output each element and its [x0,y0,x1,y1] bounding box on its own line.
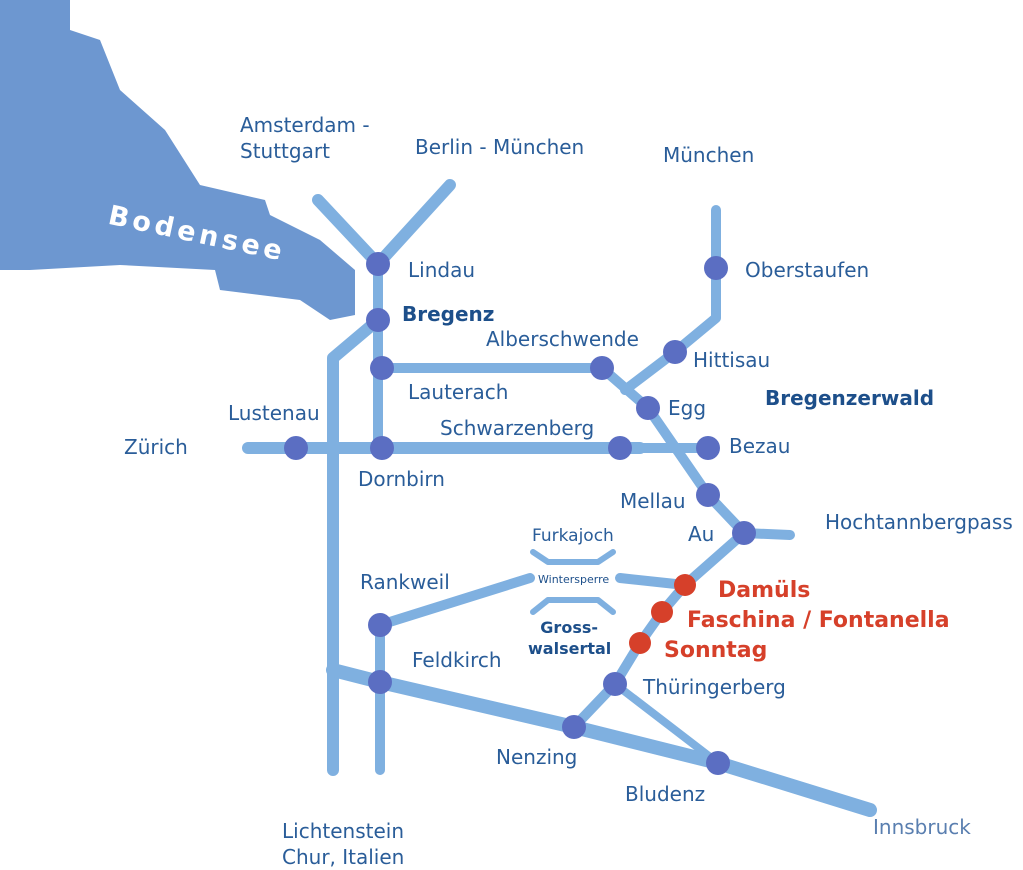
label-hittisau: Hittisau [693,348,771,372]
station-oberstaufen[interactable] [704,256,728,280]
label-furkajoch: Furkajoch [532,526,614,546]
label-damuels: Damüls [718,578,811,603]
stations [284,252,756,775]
label-lustenau: Lustenau [228,401,320,425]
label-egg: Egg [668,396,707,420]
station-faschina[interactable] [651,601,673,623]
station-thueringerberg[interactable] [603,672,627,696]
station-egg[interactable] [636,396,660,420]
station-dornbirn[interactable] [370,436,394,460]
station-rankweil[interactable] [368,613,392,637]
label-amsterdam: Amsterdam - Stuttgart [240,113,370,163]
station-lindau[interactable] [366,252,390,276]
station-bludenz[interactable] [706,751,730,775]
station-nenzing[interactable] [562,715,586,739]
label-muenchen: München [663,143,755,167]
route-berlin [372,179,456,270]
label-thueringerberg: Thüringerberg [643,675,786,699]
label-berlin: Berlin - München [415,135,585,159]
label-hochtannbergpass: Hochtannbergpass [825,510,1013,534]
highlight-stations [629,574,696,654]
label-lauterach: Lauterach [408,380,509,404]
label-wintersperre: Wintersperre [538,573,610,586]
label-mellau: Mellau [620,489,686,513]
label-alberschwende: Alberschwende [486,327,639,351]
label-bregenzerwald: Bregenzerwald [765,386,935,410]
label-nenzing: Nenzing [496,745,578,769]
label-schwarzenberg: Schwarzenberg [440,416,595,440]
label-rankweil: Rankweil [360,570,450,594]
label-oberstaufen: Oberstaufen [745,258,870,282]
wintersperre-bottom [530,597,616,615]
station-lauterach[interactable] [370,356,394,380]
route-wald [597,363,749,538]
station-bregenz[interactable] [366,308,390,332]
label-feldkirch: Feldkirch [412,648,502,672]
route-lines [242,179,877,817]
station-damuels[interactable] [674,574,696,596]
label-bezau: Bezau [729,434,791,458]
route-furkajoch [375,573,535,630]
label-lindau: Lindau [408,258,476,282]
station-lustenau[interactable] [284,436,308,460]
label-bludenz: Bludenz [625,782,706,806]
station-alberschwende[interactable] [590,356,614,380]
label-dornbirn: Dornbirn [358,467,445,491]
label-innsbruck: Innsbruck [873,815,971,839]
wintersperre-top [530,549,616,565]
label-grosswalsertal: Gross- walsertal [528,618,612,658]
route-amsterdam [312,194,384,270]
label-lichtenstein: Lichtenstein Chur, Italien [282,819,405,869]
station-au[interactable] [732,521,756,545]
station-mellau[interactable] [696,483,720,507]
lake-bodensee [0,0,355,320]
label-zuerich: Zürich [124,435,188,459]
station-bezau[interactable] [696,436,720,460]
label-au: Au [688,522,715,546]
station-hittisau[interactable] [663,340,687,364]
label-sonntag: Sonntag [664,638,768,663]
label-faschina: Faschina / Fontanella [687,608,950,633]
route-thueringerberg-bludenz [611,680,722,767]
station-feldkirch[interactable] [368,670,392,694]
station-schwarzenberg[interactable] [608,436,632,460]
route-bregenz-lichtenstein [327,314,384,776]
label-bregenz: Bregenz [402,302,495,326]
station-sonntag[interactable] [629,632,651,654]
